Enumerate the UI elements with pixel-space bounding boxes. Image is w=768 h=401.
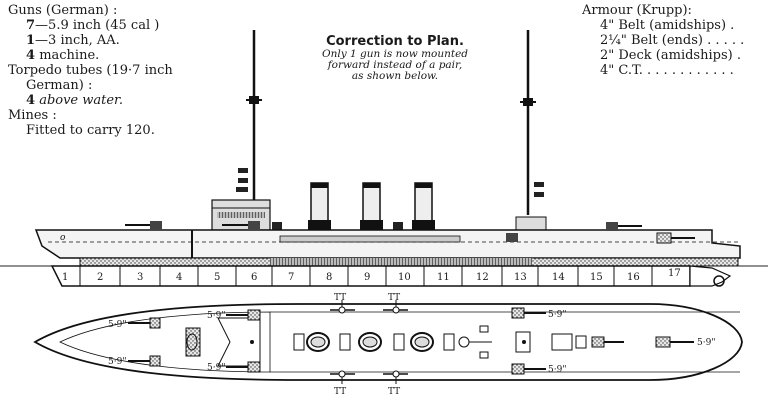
torpedo-spec: 4 above water. <box>26 93 123 108</box>
correction-title: Correction to Plan. <box>326 34 464 49</box>
fore-searchlights <box>236 168 248 192</box>
plan-view: TT TT TT TT <box>33 293 743 397</box>
aft-searchlights <box>534 182 544 197</box>
gun-label-waist-stbd: 5·9" <box>207 363 225 373</box>
section-12: 12 <box>476 272 489 283</box>
funnels-plan <box>293 325 587 359</box>
armour-belt-ends: 2¼" Belt (ends) . . . . . <box>600 33 745 48</box>
deck-outline <box>33 303 743 381</box>
funnels <box>308 182 435 231</box>
gun-label-aft-stbd: 5·9" <box>548 365 566 375</box>
armour-heading: Armour (Krupp): <box>582 3 692 18</box>
torpedo-tubes-plan: TT TT TT TT <box>330 293 408 397</box>
section-14: 14 <box>552 272 565 283</box>
mines-heading: Mines : <box>8 108 57 123</box>
hull-topside <box>34 229 741 259</box>
section-16: 16 <box>627 272 640 283</box>
gun-label-fwd-stbd: 5·9" <box>108 357 126 367</box>
svg-text:o: o <box>60 233 66 243</box>
hull-section-boxes <box>79 266 653 286</box>
correction-line-1: Only 1 gun is now mounted <box>321 48 469 60</box>
tt-mark-2: TT <box>388 293 400 303</box>
section-9: 9 <box>364 272 370 283</box>
section-10: 10 <box>398 272 411 283</box>
section-2: 2 <box>97 272 103 283</box>
mines-spec: Fitted to carry 120. <box>26 123 155 138</box>
gun-label-fwd-port: 5·9" <box>108 320 126 330</box>
gun-label-aft-port: 5·9" <box>548 310 566 320</box>
aft-superstructure <box>515 216 547 232</box>
section-5: 5 <box>214 272 220 283</box>
profile-guns <box>125 221 695 244</box>
tt-mark-4: TT <box>388 387 400 397</box>
correction-note: Correction to Plan. Only 1 gun is now mo… <box>300 34 490 82</box>
tt-mark-3: TT <box>334 387 346 397</box>
gun-label-stern: 5·9" <box>697 338 715 348</box>
section-17: 17 <box>668 268 681 279</box>
tt-mark-1: TT <box>334 293 346 303</box>
torpedo-heading-2: German) : <box>26 78 93 93</box>
armour-belt-amidships: 4" Belt (amidships) . <box>600 18 735 33</box>
armour-deck: 2" Deck (amidships) . <box>600 48 741 63</box>
armour-spec: Armour (Krupp): 4" Belt (amidships) . 2¼… <box>582 3 744 78</box>
armour-ct: 4" C.T. . . . . . . . . . . . <box>600 63 734 78</box>
section-11: 11 <box>437 272 450 283</box>
plan-guns: 5·9" 5·9" 5·9" 5·9" 5·9" 5·9" <box>108 307 715 375</box>
guns-aa: 1—3 inch, AA. <box>26 33 120 48</box>
section-3: 3 <box>137 272 143 283</box>
torpedo-heading: Torpedo tubes (19·7 inch <box>8 63 173 78</box>
guns-heading: Guns (German) : <box>8 3 118 18</box>
hull-section-labels: 1 2 3 4 5 6 7 8 9 10 11 12 13 14 15 16 1… <box>62 268 681 283</box>
section-4: 4 <box>176 272 182 283</box>
section-6: 6 <box>251 272 257 283</box>
section-7: 7 <box>288 272 294 283</box>
profile-view: o <box>0 30 768 287</box>
section-1: 1 <box>62 272 68 283</box>
gun-label-waist-port: 5·9" <box>207 311 225 321</box>
correction-line-2: forward instead of a pair, <box>327 59 463 71</box>
guns-machine: 4 machine. <box>26 48 100 63</box>
guns-main: 7—5.9 inch (45 cal ) <box>26 18 160 33</box>
section-13: 13 <box>514 272 527 283</box>
correction-line-3: as shown below. <box>351 70 439 82</box>
section-15: 15 <box>590 272 603 283</box>
armament-spec: Guns (German) : 7—5.9 inch (45 cal ) 1—3… <box>8 3 173 138</box>
section-8: 8 <box>326 272 332 283</box>
